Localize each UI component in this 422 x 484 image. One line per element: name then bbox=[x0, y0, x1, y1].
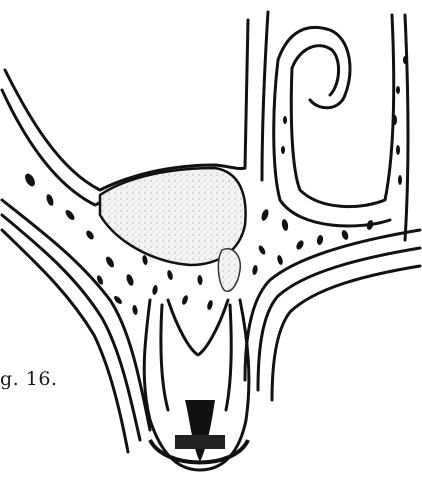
center-line-1 bbox=[245, 20, 248, 168]
center-line-2 bbox=[262, 12, 268, 180]
tooth-root-wall-right bbox=[226, 305, 231, 410]
apex-lesion bbox=[218, 249, 240, 292]
right-vertical-3 bbox=[405, 15, 408, 240]
right-vertical-2 bbox=[291, 15, 393, 207]
tooth-root-wall-left bbox=[161, 305, 168, 410]
crown-band bbox=[175, 435, 225, 449]
tooth-root-v bbox=[168, 300, 228, 355]
right-hook-inner bbox=[292, 46, 339, 95]
pulp-canal bbox=[185, 400, 215, 462]
figure-caption: g. 16. bbox=[0, 368, 57, 390]
